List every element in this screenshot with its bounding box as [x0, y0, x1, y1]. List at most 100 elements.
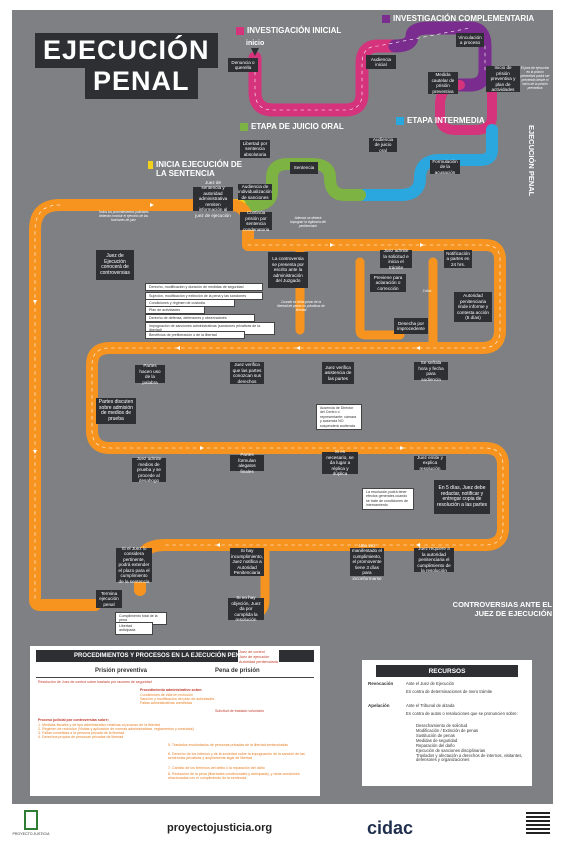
- apelacion-label: Apelación: [368, 703, 390, 708]
- row-proceso-title: Proceso judicial por controversias sobre…: [38, 718, 109, 722]
- node-formulacion: Formulación de la acusación: [430, 159, 460, 175]
- node-senala-hora: Se señala hora y fecha para audiencia: [414, 360, 448, 382]
- node-libertad: Libertad por sentencia absolutoria: [240, 140, 270, 158]
- apelacion-list-item: Desechamiento de solicitud: [416, 723, 468, 728]
- node-autoridad-penitenciaria: Autoridad penitenciaria rinde informe y …: [454, 292, 492, 322]
- stage-color-icon: [396, 116, 404, 125]
- row-traslado-seguridad: Resolución de Juez de control sobre tras…: [38, 680, 152, 684]
- row-proceso-item: 1. Medidas fiscales y de tipo administra…: [38, 723, 160, 727]
- row-procedimiento-title: Procedimiento administrativo sobre:: [140, 688, 203, 692]
- column-prision-preventiva: Prisión preventiva: [95, 668, 148, 674]
- proyecto-justicia-icon: [24, 810, 38, 830]
- inicio-label: inicio: [246, 40, 265, 47]
- title-line-2: PENAL: [85, 64, 198, 99]
- revocacion-item: Ante el Juez de Ejecución: [406, 681, 455, 686]
- row-proceso-item: 2. Régimen de reclusión (Visitas y aplic…: [38, 727, 194, 731]
- node-termina: Termina ejecución penal: [96, 590, 122, 608]
- node-juez-ejecucion: Juez de Ejecución conocerá de controvers…: [96, 250, 134, 280]
- apelacion-list-item: Ejecución de sanciones disciplinarias: [416, 748, 486, 753]
- title-line-1: EJECUCIÓN: [35, 33, 218, 68]
- node-si-no-hay-objecion: Si no hay objeción, Juez da por cumplida…: [228, 595, 264, 622]
- node-si-hay-incumplimiento: Si hay incumplimiento, Juez notifica a A…: [230, 548, 264, 576]
- node-inicio-prision: Inicio de prisión preventiva y plan de a…: [486, 65, 520, 92]
- node-una-vez-manifestado: Una vez manifestado el cumplimiento, el …: [350, 543, 384, 581]
- row-proceso-right: 5. Traslados involuntarios de personas p…: [168, 743, 288, 747]
- stage-etapa-intermedia: ETAPA INTERMEDIA: [396, 116, 485, 125]
- row-proceso-item: 4. Derechos propios de personas privadas…: [38, 735, 124, 739]
- node-desecha: Desecha por improcedente: [394, 318, 428, 334]
- legend-item: Autoridad penitenciaria: [239, 660, 278, 664]
- node-partes-formulan: Partes formulan alegatos finales: [230, 452, 264, 474]
- topic-item: Derecho de defensa, defensores y observa…: [145, 314, 255, 323]
- node-si-juez-considera: Si el Juez lo considera pertinente, podr…: [116, 546, 152, 584]
- stage-color-icon: [382, 14, 390, 23]
- revocacion-label: Revocación: [368, 681, 394, 686]
- node-juez-admite-medios: Juez admite medios de prueba y se proced…: [132, 456, 166, 483]
- inicio-arrow-icon: [251, 48, 259, 56]
- stage-color-icon: [236, 26, 244, 35]
- node-controversia-escrito: La controversia se presenta por escrito …: [268, 252, 308, 288]
- node-juez-admite: Juez admite la solicitud e inicia el trá…: [380, 248, 412, 270]
- row-proceso-right: 6. Derecho de los internos y de la socie…: [168, 752, 305, 761]
- node-sentencia: Sentencia: [290, 162, 318, 174]
- node-medida-cautelar: Medida cautelar de prisión preventiva: [428, 72, 458, 94]
- node-audiencia-juicio: Audiencia de juicio oral: [369, 137, 397, 153]
- recursos-title: RECURSOS: [376, 665, 518, 677]
- node-juez-verifica-derechos: Juez verifica que las partes conozcan su…: [230, 362, 264, 384]
- row-procedimiento-item: Sanción y modificación del plan de activ…: [140, 697, 215, 701]
- node-continua-prision: Continúa prisión por sentencia condenato…: [240, 210, 272, 232]
- footer: PROYECTO JUSTICIA proyectojusticia.org c…: [0, 806, 565, 848]
- road-investigacion-complementaria: [388, 21, 492, 92]
- node-cinco-dias: En 5 días, Juez debe redactar, notificar…: [434, 480, 490, 514]
- node-libertad-anticipada: Libertad anticipada: [115, 622, 153, 635]
- qr-code-icon: [526, 810, 550, 834]
- stage-ejecucion-penal-vertical: EJECUCIÓN PENAL: [527, 125, 536, 197]
- stage-inicio-ejecucion: INICIA EJECUCIÓN DE LA SENTENCIA: [148, 160, 248, 178]
- recursos-panel: RECURSOS Revocación Ante el Juez de Ejec…: [362, 660, 532, 786]
- row-traslado-voluntario: Solicitud de traslado voluntario: [215, 709, 264, 713]
- node-denuncia: Denuncia o querella: [228, 58, 258, 72]
- note-1: Todos los procedimientos judiciales debe…: [98, 210, 149, 222]
- node-resolucion-podra: La resolución podrá tener efectos genera…: [362, 488, 414, 510]
- stage-juicio-oral: ETAPA DE JUICIO ORAL: [240, 122, 344, 131]
- stage-color-icon: [240, 122, 248, 131]
- legend-item: Juez de control: [239, 650, 265, 654]
- node-ausencia: Ausencia de Director del Centro o repres…: [316, 404, 362, 431]
- topic-item: Plan de actividades: [145, 306, 205, 315]
- apelacion-list-item: Traslados y afectación a derechos de int…: [416, 753, 523, 763]
- stage-investigacion-complementaria: INVESTIGACIÓN COMPLEMENTARIA: [382, 14, 534, 23]
- node-si-es-necesario: Si es necesario, se da lugar a réplica y…: [322, 449, 358, 476]
- proyecto-justicia-logo: PROYECTO JUSTICIA: [12, 810, 50, 836]
- procedimientos-legend: Juez de control Juez de ejecución Autori…: [238, 649, 279, 666]
- node-juez-emite: Juez emite y explica resolución: [414, 455, 446, 471]
- proyecto-justicia-text: PROYECTO JUSTICIA: [12, 832, 50, 836]
- column-pena-prision: Pena de prisión: [215, 668, 260, 674]
- row-proceso-item: 3. Faltas cometidas a la persona privada…: [38, 731, 125, 735]
- apelacion-item: En contra de autos o resoluciones que se…: [406, 711, 518, 716]
- node-juez-requiere: Juez requiere a la autoridad penitenciar…: [414, 546, 454, 573]
- node-notificacion: Notificación a partes en 24 hrs.: [444, 250, 472, 268]
- topic-item: Beneficios de preliberación o de la libe…: [145, 331, 245, 340]
- node-juez-verifica-asistencia: Juez verifica asistencia de las partes: [322, 362, 354, 384]
- apelacion-item: Ante el Tribunal de alzada: [406, 703, 455, 708]
- divider: [36, 677, 314, 678]
- stage-controversias: CONTROVERSIAS ANTE EL JUEZ DE EJECUCIÓN: [452, 600, 552, 618]
- cidac-logo: cidac: [367, 818, 414, 838]
- apelacion-list-item: Sustitución de penas: [416, 733, 455, 738]
- footer-url[interactable]: proyectojusticia.org: [167, 822, 273, 834]
- topic-item: Derecho, modificación y duración de medi…: [145, 283, 263, 292]
- node-vinculacion: Vinculación a proceso: [456, 33, 484, 47]
- stage-color-icon: [148, 161, 153, 169]
- revocacion-item: En contra de determinaciones de mero trá…: [406, 689, 493, 694]
- stage-investigacion-inicial: INVESTIGACIÓN INICIAL: [236, 26, 341, 35]
- row-proceso-right: 8. Reducción de la pena (libertades cond…: [168, 772, 300, 781]
- node-partes-hacen-uso: Partes hacen uso de la palabra: [135, 363, 165, 385]
- row-procedimiento-item: Condiciones de vida en reclusión: [140, 693, 193, 697]
- apelacion-list-item: Medidas de seguridad: [416, 738, 458, 743]
- note-3: Además se deberá impugnar la vigilancia …: [290, 216, 326, 228]
- row-proceso-right: 7. Cambio de los términos del delito o l…: [168, 766, 265, 770]
- node-audiencia-individualizacion: Audiencia de individualización de sancio…: [238, 183, 272, 200]
- note-6: 3 días: [422, 289, 432, 293]
- node-juez-sentencia: Juez de sentencia y autoridad administra…: [193, 180, 233, 218]
- procedimientos-panel: PROCEDIMIENTOS Y PROCESOS EN LA EJECUCIÓ…: [30, 646, 320, 796]
